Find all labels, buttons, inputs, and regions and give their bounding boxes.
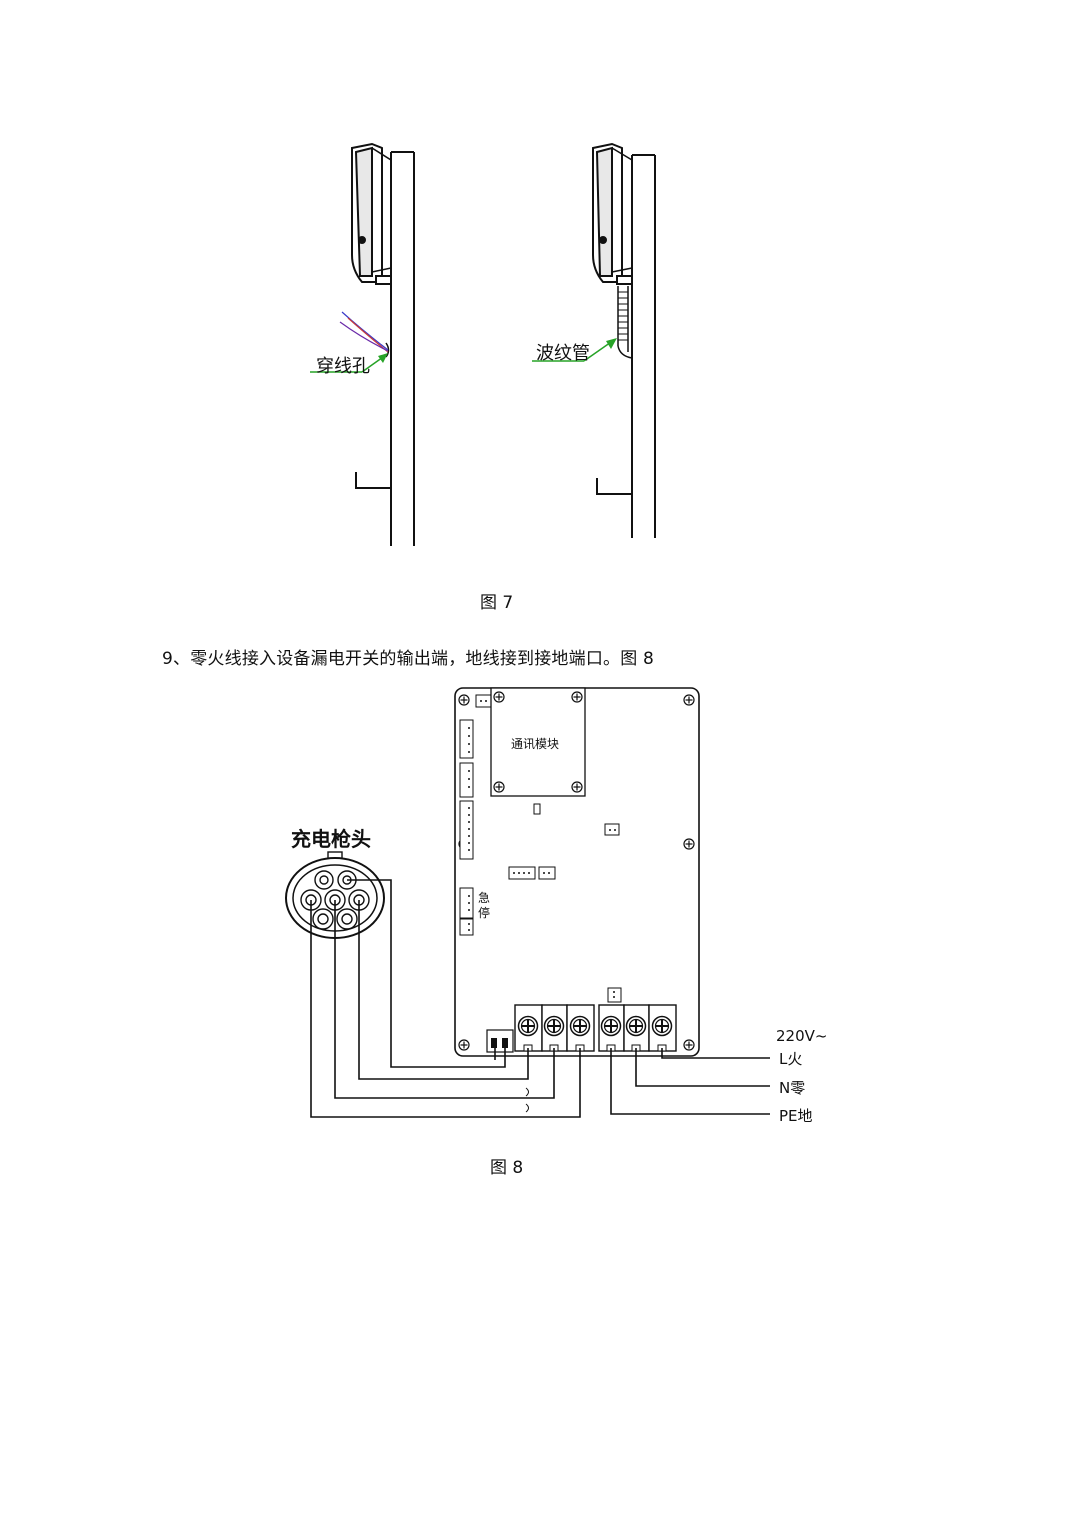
- corrugated-pipe-label: 波纹管: [536, 343, 590, 364]
- voltage-label: 220V~: [776, 1027, 828, 1045]
- emergency-stop-label-2: 停: [478, 906, 491, 920]
- earth-line-label: PE地: [779, 1107, 813, 1125]
- emergency-stop-label-1: 急: [478, 891, 491, 905]
- figure-7-drawing: [310, 142, 656, 546]
- step-9-instruction: 9、零火线接入设备漏电开关的输出端，地线接到接地端口。图 8: [162, 649, 655, 669]
- figure-8-caption: 图 8: [490, 1158, 524, 1178]
- charging-gun-title: 充电枪头: [291, 827, 371, 851]
- figure-7-caption: 图 7: [480, 593, 514, 613]
- comm-module-label: 通讯模块: [511, 737, 560, 751]
- live-line-label: L火: [779, 1050, 803, 1068]
- wire-hole-label: 穿线孔: [316, 356, 370, 377]
- neutral-line-label: N零: [779, 1079, 806, 1097]
